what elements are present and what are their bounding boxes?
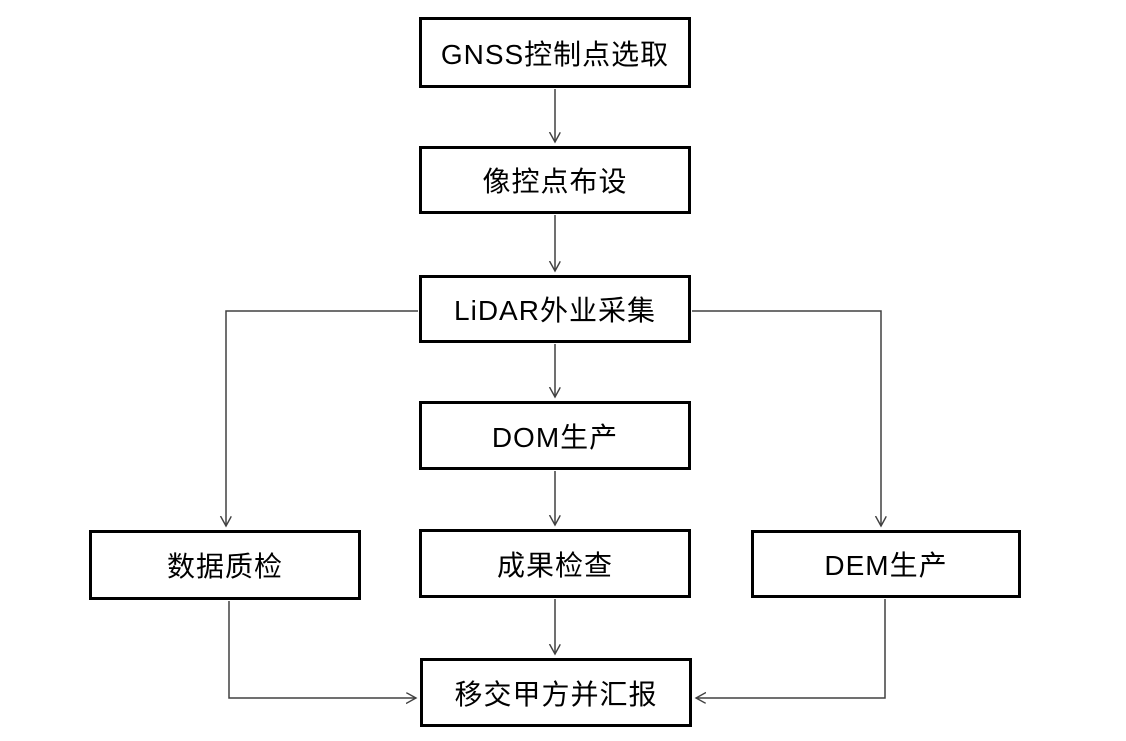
node-label: 移交甲方并汇报 bbox=[454, 678, 658, 710]
node-label: 成果检查 bbox=[496, 549, 613, 581]
node-lidar-field-collection: LiDAR外业采集 bbox=[419, 275, 691, 343]
edge-lidar-to-data-qc bbox=[226, 310, 418, 526]
edge-data-qc-to-handover bbox=[228, 601, 416, 698]
node-dem-production: DEM生产 bbox=[751, 530, 1021, 598]
node-data-quality-check: 数据质检 bbox=[89, 530, 361, 600]
node-label: DEM生产 bbox=[824, 550, 948, 581]
node-label: DOM生产 bbox=[491, 421, 619, 453]
node-image-control-point-layout: 像控点布设 bbox=[419, 146, 691, 214]
node-result-inspection: 成果检查 bbox=[419, 529, 691, 598]
edge-dem-to-handover bbox=[696, 599, 886, 698]
node-label: 像控点布设 bbox=[482, 166, 628, 197]
node-handover-and-report: 移交甲方并汇报 bbox=[420, 658, 692, 727]
node-gnss-control-point-selection: GNSS控制点选取 bbox=[419, 17, 691, 88]
node-label: LiDAR外业采集 bbox=[454, 295, 656, 326]
node-label: GNSS控制点选取 bbox=[440, 38, 670, 70]
node-dom-production: DOM生产 bbox=[419, 401, 691, 470]
node-label: 数据质检 bbox=[166, 551, 283, 582]
edge-lidar-to-dem bbox=[692, 310, 881, 526]
